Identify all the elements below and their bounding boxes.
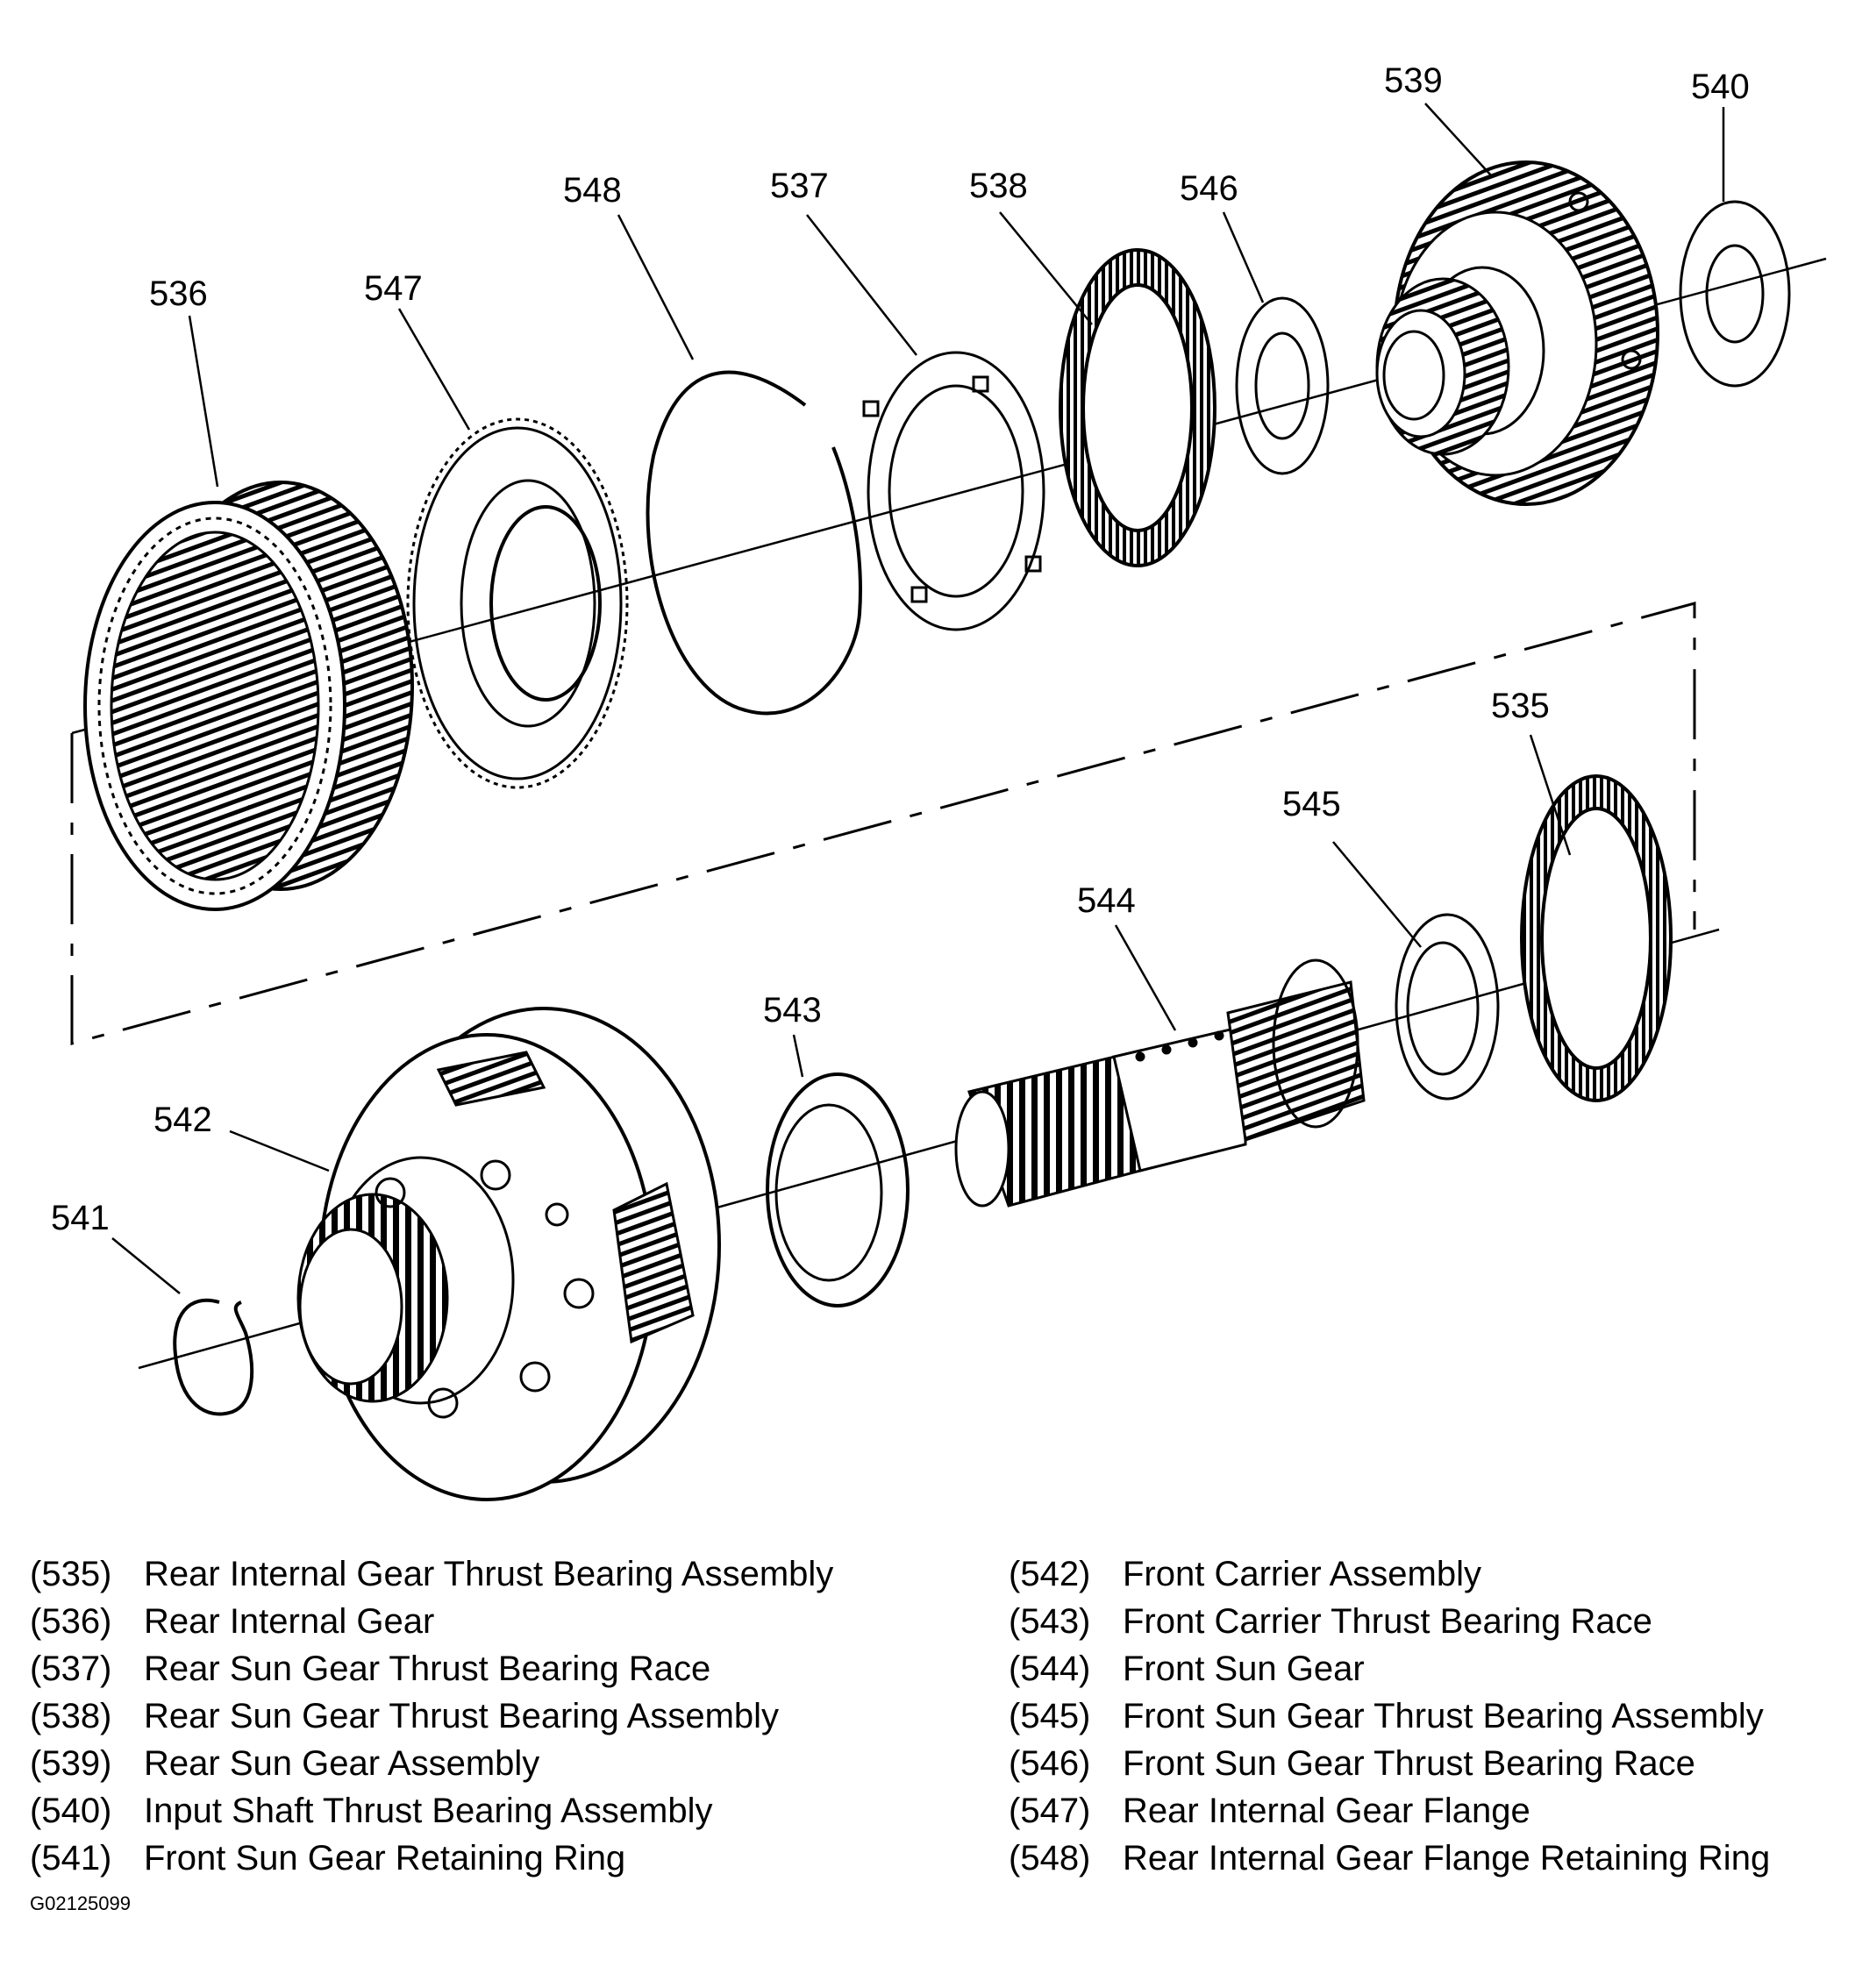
front-carrier-thrust-bearing-race [766, 1072, 910, 1308]
legend-number: (541) [30, 1838, 112, 1878]
leader-538 [999, 211, 1093, 325]
legend-number: (539) [30, 1743, 112, 1783]
legend-item: (542) Front Carrier Assembly [1009, 1550, 1770, 1598]
callout-544: 544 [1077, 881, 1136, 920]
legend-item: (539) Rear Sun Gear Assembly [30, 1740, 833, 1787]
legend-text: Front Sun Gear Thrust Bearing Race [1123, 1743, 1695, 1783]
legend-text: Front Sun Gear Thrust Bearing Assembly [1123, 1696, 1764, 1735]
callout-543: 543 [763, 991, 822, 1030]
legend-item: (535) Rear Internal Gear Thrust Bearing A… [30, 1550, 833, 1598]
legend-number: (535) [30, 1554, 112, 1593]
callout-536: 536 [149, 274, 208, 313]
leader-535 [1529, 734, 1572, 856]
leader-539 [1424, 103, 1492, 176]
legend-number: (544) [1009, 1649, 1091, 1688]
legend-text: Input Shaft Thrust Bearing Assembly [144, 1791, 713, 1830]
front-sun-gear-retaining-ring [173, 1298, 254, 1416]
legend-item: (548) Rear Internal Gear Flange Retaining… [1009, 1835, 1770, 1882]
input-shaft-thrust-bearing-assembly [1679, 200, 1791, 388]
leader-543 [792, 1034, 804, 1078]
legend-column-right: (542) Front Carrier Assembly (543) Front C… [1009, 1550, 1770, 1882]
legend-text: Rear Sun Gear Thrust Bearing Race [144, 1649, 711, 1688]
legend-item: (543) Front Carrier Thrust Bearing Race [1009, 1598, 1770, 1645]
legend-item: (538) Rear Sun Gear Thrust Bearing Assemb… [30, 1692, 833, 1740]
callout-548: 548 [563, 171, 622, 210]
leader-547 [397, 308, 471, 431]
legend-item: (547) Rear Internal Gear Flange [1009, 1787, 1770, 1835]
leader-541 [111, 1237, 181, 1294]
legend-number: (547) [1009, 1791, 1091, 1830]
rear-sun-gear-assembly [1375, 160, 1659, 506]
exploded-view-diagram: 536 547 548 537 538 546 539 540 535 545 … [51, 61, 1827, 1501]
rear-sun-gear-thrust-bearing-assembly [1059, 248, 1216, 567]
legend-text: Front Carrier Assembly [1123, 1554, 1481, 1593]
legend-number: (543) [1009, 1601, 1091, 1641]
legend-number: (542) [1009, 1554, 1091, 1593]
rear-sun-gear-thrust-bearing-race [862, 351, 1045, 631]
leader-542 [229, 1129, 330, 1172]
callout-547: 547 [364, 269, 423, 308]
callout-535: 535 [1491, 687, 1550, 725]
legend-item: (540) Input Shaft Thrust Bearing Assembly [30, 1787, 833, 1835]
callout-539: 539 [1384, 61, 1443, 100]
leader-536 [188, 315, 219, 488]
legend-text: Front Carrier Thrust Bearing Race [1123, 1601, 1652, 1641]
rear-internal-gear [83, 481, 414, 911]
legend-text: Rear Sun Gear Thrust Bearing Assembly [144, 1696, 780, 1735]
legend-number: (536) [30, 1601, 112, 1641]
legend-number: (538) [30, 1696, 112, 1735]
legend-number: (548) [1009, 1838, 1091, 1878]
callout-538: 538 [969, 167, 1028, 205]
legend-text: Front Sun Gear Retaining Ring [144, 1838, 626, 1878]
leader-544 [1114, 924, 1177, 1031]
front-sun-gear [954, 958, 1366, 1208]
legend-column-left: (535) Rear Internal Gear Thrust Bearing A… [30, 1550, 833, 1882]
front-sun-gear-thrust-bearing-assembly [1395, 913, 1500, 1101]
callout-541: 541 [51, 1199, 110, 1237]
legend-text: Rear Internal Gear [144, 1601, 435, 1641]
callout-537: 537 [770, 167, 829, 205]
legend-item: (536) Rear Internal Gear [30, 1598, 833, 1645]
legend-number: (537) [30, 1649, 112, 1688]
leader-546 [1222, 211, 1265, 303]
leader-545 [1332, 841, 1422, 948]
legend-number: (540) [30, 1791, 112, 1830]
front-carrier-assembly [296, 1007, 721, 1501]
callout-542: 542 [153, 1101, 212, 1139]
leader-548 [617, 214, 695, 360]
callout-545: 545 [1282, 785, 1341, 823]
rear-internal-gear-flange [406, 417, 629, 789]
legend-text: Rear Internal Gear Thrust Bearing Assemb… [144, 1554, 834, 1593]
legend-text: Rear Internal Gear Flange Retaining Ring [1123, 1838, 1771, 1878]
legend-item: (541) Front Sun Gear Retaining Ring [30, 1835, 833, 1882]
legend-text: Rear Sun Gear Assembly [144, 1743, 540, 1783]
connector-frame [70, 602, 1696, 1045]
rear-internal-gear-thrust-bearing-assembly [1520, 774, 1673, 1102]
legend-item: (537) Rear Sun Gear Thrust Bearing Race [30, 1645, 833, 1692]
callout-546: 546 [1180, 169, 1238, 208]
callout-540: 540 [1691, 68, 1750, 106]
parts-legend: (535) Rear Internal Gear Thrust Bearing A… [0, 1550, 1855, 1884]
legend-item: (545) Front Sun Gear Thrust Bearing Assem… [1009, 1692, 1770, 1740]
legend-item: (546) Front Sun Gear Thrust Bearing Race [1009, 1740, 1770, 1787]
front-sun-gear-thrust-bearing-race [1235, 296, 1330, 475]
legend-text: Rear Internal Gear Flange [1123, 1791, 1530, 1830]
legend-number: (546) [1009, 1743, 1091, 1783]
legend-text: Front Sun Gear [1123, 1649, 1365, 1688]
legend-item: (544) Front Sun Gear [1009, 1645, 1770, 1692]
legend-number: (545) [1009, 1696, 1091, 1735]
figure-id: G02125099 [30, 1892, 131, 1914]
leader-537 [806, 214, 917, 356]
rear-internal-gear-flange-retaining-ring [646, 370, 862, 716]
